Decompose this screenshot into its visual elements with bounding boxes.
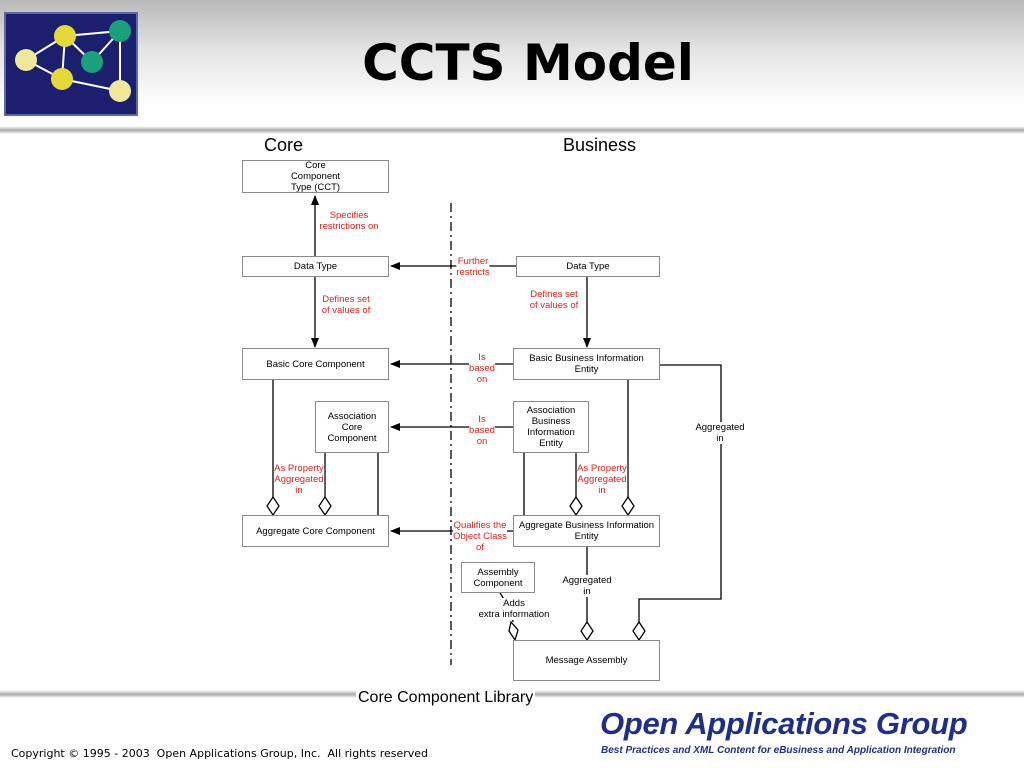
cct-box: Core Component Type (CCT) [242, 160, 389, 193]
top-divider-bar [0, 126, 1024, 134]
aggregate-business-information-entity-box: Aggregate Business Information Entity [513, 515, 660, 547]
aggregation-diamond [318, 495, 332, 517]
aggregated-in-right-label: Aggregated in [695, 422, 745, 444]
brand-tagline: Best Practices and XML Content for eBusi… [601, 745, 956, 756]
aggregation-diamond [508, 620, 519, 642]
brand-name: Open Applications Group [600, 706, 968, 741]
library-section-label: Core Component Library [356, 689, 536, 707]
brand-band [591, 707, 996, 762]
header-background [0, 0, 1024, 126]
aggregation-diamond [266, 495, 280, 517]
network-logo-icon [15, 20, 131, 102]
further-restricts-label: Further restricts [456, 256, 490, 278]
copyright-text: Copyright © 1995 - 2003 Open Application… [11, 747, 429, 760]
page-title: CCTS Model [362, 34, 694, 92]
message-assembly-box: Message Assembly [513, 640, 660, 681]
aggregate-core-component-box: Aggregate Core Component [242, 515, 389, 547]
aggregation-diamond [569, 495, 583, 517]
aggregated-right-connector [638, 364, 722, 622]
defines-set-right-label: Defines set of values of [529, 289, 579, 311]
network-logo [4, 12, 138, 116]
aggregation-diamond [632, 620, 646, 642]
aggregation-diamond [580, 620, 594, 642]
basic-core-component-box: Basic Core Component [242, 348, 389, 380]
core-section-label: Core [262, 135, 306, 156]
adds-extra-information-label: Adds extra information [478, 598, 550, 620]
as-property-left-label: As Property Aggregated in [274, 463, 324, 496]
defines-set-left-label: Defines set of values of [321, 294, 371, 316]
basic-business-information-entity-box: Basic Business Information Entity [513, 348, 660, 380]
qualifies-object-class-label: Qualifies the Object Class of [453, 520, 507, 553]
core-data-type-box: Data Type [242, 256, 389, 277]
business-section-label: Business [561, 135, 639, 156]
association-core-component-box: Association Core Component [315, 401, 389, 453]
aggregation-diamond [621, 495, 635, 517]
aggregated-in-label: Aggregated in [562, 575, 612, 597]
specifies-restrictions-label: Specifies restrictions on [319, 210, 379, 232]
as-property-right-label: As Property Aggregated in [577, 463, 627, 496]
is-based-on-label-2: Is based on [469, 414, 495, 447]
assembly-component-box: Assembly Component [461, 562, 535, 593]
is-based-on-label-1: Is based on [469, 352, 495, 385]
association-business-information-entity-box: Association Business Information Entity [513, 401, 589, 453]
business-data-type-box: Data Type [516, 256, 660, 277]
